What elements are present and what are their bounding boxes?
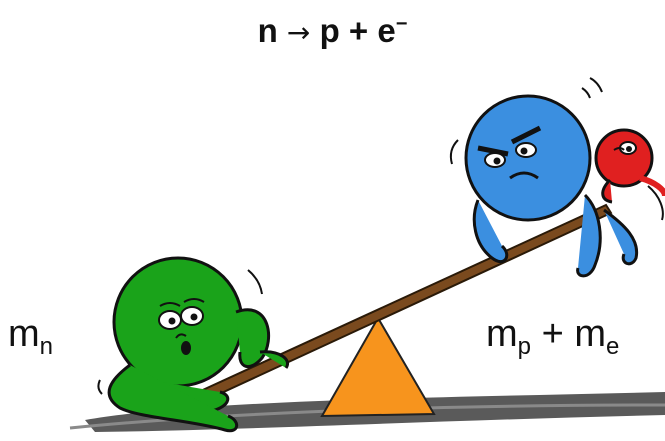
neutron-character [97, 256, 289, 433]
electron-mass-symbol: m [574, 313, 606, 355]
proton-body [464, 94, 592, 222]
equation-arrow: → [286, 16, 311, 49]
equation-neutron: n [257, 12, 278, 49]
decay-equation: n → p + e− [0, 4, 665, 53]
equation-electron-charge: − [395, 13, 408, 35]
proton-mass-symbol: m [486, 313, 518, 355]
mass-plus-sign: + [541, 313, 564, 355]
equation-proton: p [319, 12, 340, 49]
electron-mass-subscript: e [606, 333, 620, 360]
equation-electron: e [377, 12, 396, 49]
neutron-mass-label: mn [8, 313, 53, 361]
electron-body [594, 128, 654, 188]
proton-mass-subscript: p [517, 333, 532, 360]
fulcrum-triangle [320, 316, 436, 418]
equation-plus: + [348, 12, 369, 49]
neutron-mass-subscript: n [39, 333, 54, 360]
proton-electron-mass-label: mp + me [486, 313, 619, 361]
neutron-mass-symbol: m [8, 313, 40, 355]
electron-character [594, 128, 665, 221]
proton-character [449, 77, 639, 278]
